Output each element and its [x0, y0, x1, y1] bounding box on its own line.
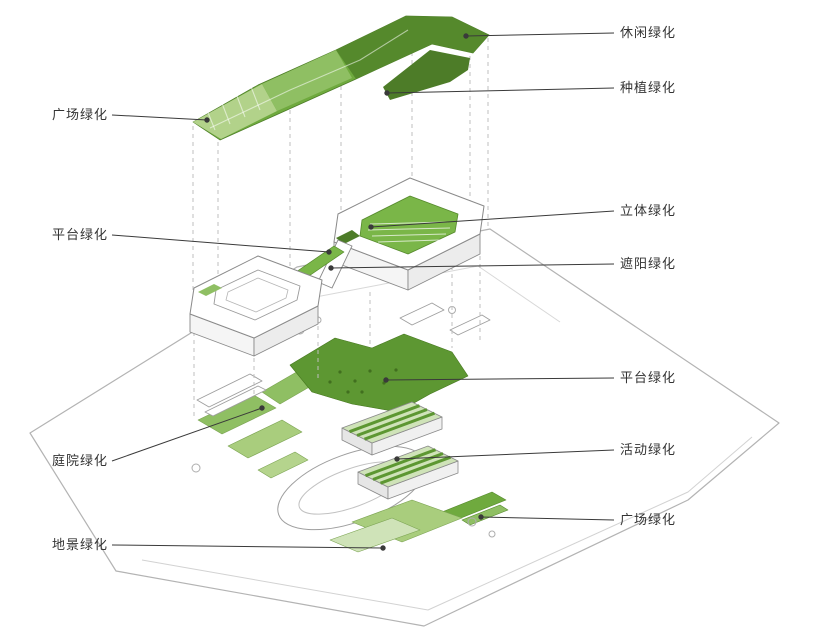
label-landscape-greening: 地景绿化 — [51, 538, 108, 553]
label-platform-greening: 平台绿化 — [620, 371, 677, 386]
label-plaza-greening-right: 广场绿化 — [620, 513, 677, 528]
planting-greening-strand — [383, 50, 470, 100]
label-platform-greening-left: 平台绿化 — [51, 228, 108, 243]
label-plaza-greening-left: 广场绿化 — [51, 108, 108, 123]
leader-lines — [111, 32, 615, 551]
site-layer — [29, 228, 780, 627]
activity-greening-buildings — [341, 401, 459, 500]
label-activity-greening: 活动绿化 — [620, 443, 677, 458]
label-leisure-greening: 休闲绿化 — [620, 26, 677, 41]
building-layer — [189, 177, 485, 357]
vertical-greening-deck — [336, 195, 459, 255]
label-courtyard-greening: 庭院绿化 — [51, 454, 108, 469]
top-ribbon-layer — [192, 15, 490, 141]
platform-greening-patch — [289, 333, 469, 413]
label-shading-greening: 遮阳绿化 — [620, 257, 677, 272]
label-planting-greening: 种植绿化 — [620, 81, 677, 96]
platform-greening-deck — [198, 284, 222, 296]
label-vertical-greening: 立体绿化 — [620, 204, 677, 219]
